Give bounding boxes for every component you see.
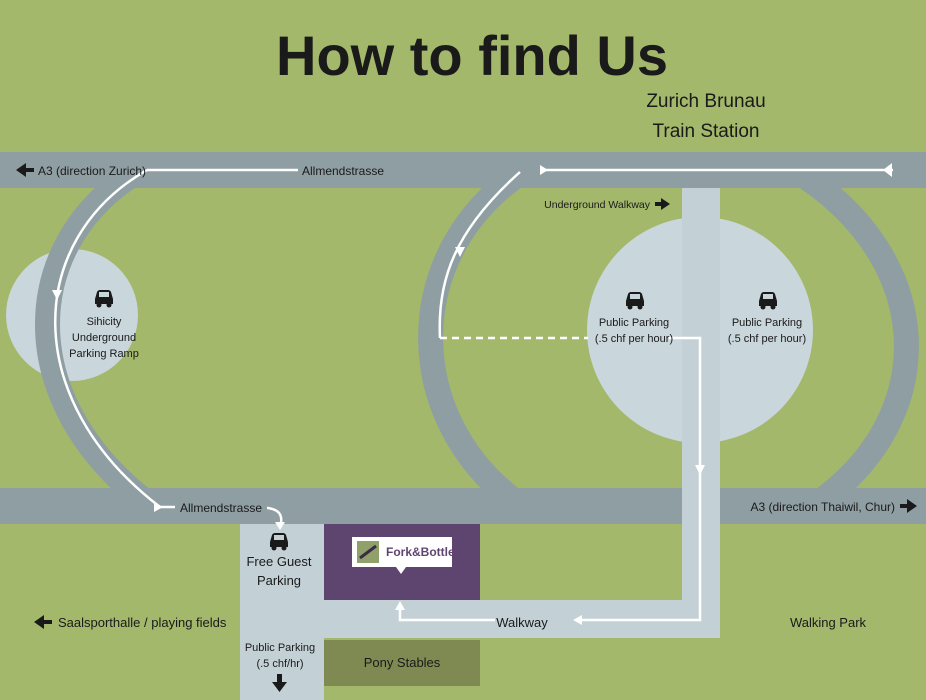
route-arrow-guest [275, 522, 285, 530]
car-icon [95, 290, 113, 308]
center-loop-road [418, 159, 532, 516]
arrow-left-icon-shaft [24, 168, 34, 172]
road-loops [35, 159, 919, 516]
bottle-icon [359, 544, 377, 560]
pony-stables-building [324, 640, 480, 686]
right-loop-road [788, 159, 919, 516]
route-arrowheads [52, 163, 892, 625]
route-arrow-left-loop [52, 290, 62, 300]
guest-parking-strip [240, 524, 324, 700]
public-parking-1-label-bg [597, 330, 669, 346]
walking-park-label: Walking Park [790, 615, 867, 630]
arrow-down-icon [272, 682, 287, 692]
a3-zurich-label: A3 (direction Zurich) [38, 164, 146, 178]
restaurant-sign[interactable]: Fork&Bottle [352, 537, 455, 574]
car-icon [270, 533, 288, 551]
route-left-loop [54, 168, 175, 509]
arrow-left-icon [16, 163, 26, 177]
restaurant-name: Fork&Bottle [386, 545, 455, 559]
route-arrow-walkway-west [573, 615, 582, 625]
route-walkway [580, 336, 702, 622]
arrow-right-icon [907, 499, 917, 513]
page-title: How to find Us [276, 24, 668, 87]
restaurant-sign-pointer [396, 567, 406, 574]
car-icon [759, 292, 777, 310]
route-arrow-bottom [154, 502, 163, 512]
arrow-right-icon-shaft [655, 202, 663, 206]
public-parking-1-line1: Public Parking [599, 317, 669, 329]
route-to-restaurant [398, 606, 495, 622]
route-start-marker [883, 163, 892, 177]
sihlcity-parking-line2: Underground [72, 332, 136, 344]
sihlcity-parking-line1: Sihicity [87, 316, 122, 328]
arrow-left-icon-shaft [42, 620, 52, 624]
route-arrow-restaurant [395, 601, 405, 610]
arrow-down-icon-shaft [277, 674, 282, 683]
bottom-street-label: Allmendstrasse [180, 501, 262, 515]
arrow-right-icon [661, 198, 670, 210]
free-guest-parking-line2: Parking [257, 573, 301, 588]
walkway-label: Walkway [496, 615, 548, 630]
arrow-right-icon-shaft [900, 504, 910, 508]
route-lines [54, 168, 893, 622]
sihlcity-parking-area [6, 249, 138, 381]
saalsporthalle-label: Saalsporthalle / playing fields [58, 615, 227, 630]
public-parking-south-line2: (.5 chf/hr) [256, 658, 303, 670]
route-arrow-top [540, 165, 548, 175]
top-street-label: Allmendstrasse [302, 164, 384, 178]
sihlcity-parking-line3: Parking Ramp [69, 348, 139, 360]
route-arrow-loop [455, 247, 465, 257]
bottom-street-label-bg [175, 498, 267, 518]
public-parking-2-line1: Public Parking [732, 317, 802, 329]
car-icon [626, 292, 644, 310]
public-parking-1-line2: (.5 chf per hour) [595, 333, 673, 345]
station-name-line2: Train Station [652, 121, 759, 142]
a3-thalwil-label: A3 (direction Thaiwil, Chur) [751, 500, 896, 514]
free-guest-parking-line1: Free Guest [246, 554, 311, 569]
left-loop-road [35, 159, 158, 515]
route-arrow-walkway [695, 465, 705, 475]
pony-stables-label: Pony Stables [364, 655, 441, 670]
arrow-left-icon [34, 615, 44, 629]
top-street-label-bg [298, 160, 388, 180]
station-name-line1: Zurich Brunau [646, 91, 765, 112]
public-parking-south-line1: Public Parking [245, 642, 315, 654]
public-parking-2-line2: (.5 chf per hour) [728, 333, 806, 345]
route-center-loop [438, 171, 521, 339]
underground-walkway-label: Underground Walkway [544, 199, 651, 211]
